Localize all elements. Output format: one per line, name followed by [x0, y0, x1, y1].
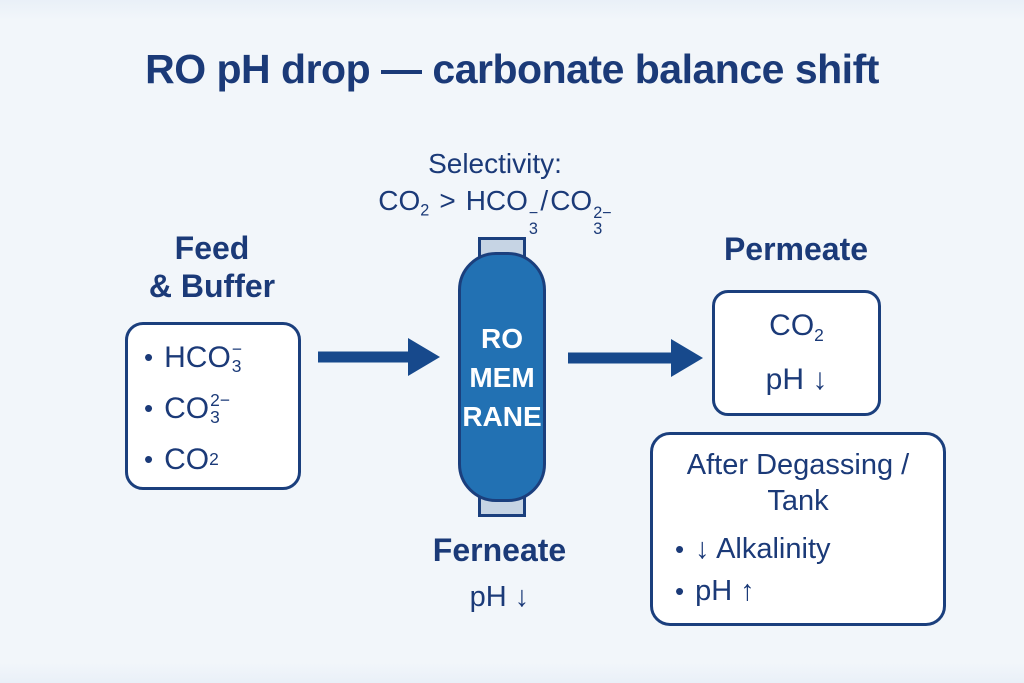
after-item-ph-up: • pH ↑: [675, 574, 755, 607]
bullet-icon: •: [144, 444, 154, 474]
ferneate-block: Ferneate pH ↓: [352, 532, 647, 614]
flow-arrow-feed-to-membrane: [318, 338, 440, 376]
membrane-label: MEM: [469, 361, 535, 393]
permeate-box: CO2 pH ↓: [712, 290, 881, 416]
permeate-co2: CO2: [769, 309, 824, 346]
after-item-alkalinity: • ↓ Alkalinity: [675, 532, 831, 565]
selectivity-heading: Selectivity:: [428, 148, 562, 179]
bullet-icon: •: [144, 342, 154, 372]
membrane-label: RO: [481, 322, 523, 354]
bullet-icon: •: [675, 533, 685, 564]
bullet-icon: •: [675, 575, 685, 606]
feed-buffer-label: Feed & Buffer: [148, 230, 276, 304]
page-title: RO pH drop — carbonate balance shift: [145, 46, 879, 92]
ferneate-label: Ferneate: [432, 532, 567, 568]
membrane-vessel: RO MEM RANE: [458, 252, 546, 502]
feed-item-hco3: • HCO−3: [144, 338, 242, 376]
greater-than: >: [439, 185, 456, 216]
bullet-icon: •: [144, 393, 154, 423]
ferneate-ph-drop: pH ↓: [469, 581, 530, 613]
membrane-label: RANE: [462, 400, 542, 432]
after-degassing-title: After Degassing / Tank: [686, 449, 910, 517]
formula-co2: CO: [378, 185, 421, 216]
after-degassing-box: After Degassing / Tank • ↓ Alkalinity • …: [650, 432, 946, 626]
permeate-ph-drop: pH ↓: [765, 362, 828, 396]
permeate-label: Permeate: [723, 231, 869, 267]
flow-arrow-membrane-to-permeate: [568, 339, 703, 377]
formula-hco3: HCO: [465, 185, 528, 216]
formula-co3: CO: [550, 185, 593, 216]
